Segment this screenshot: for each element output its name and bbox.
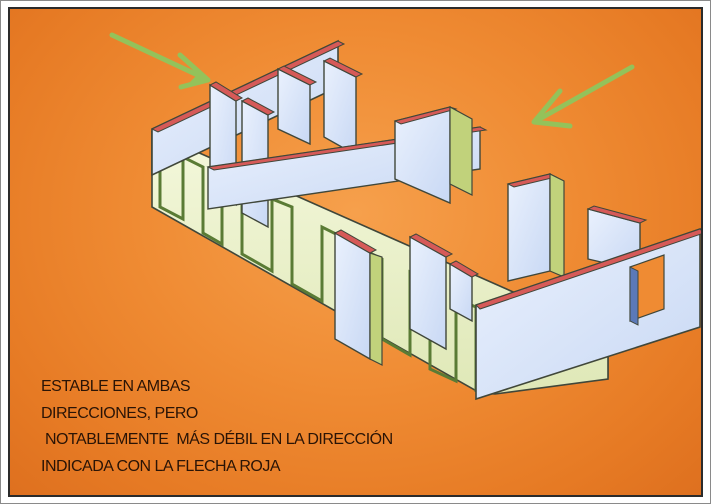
caption-line: NOTABLEMENTE MÁS DÉBIL EN LA DIRECCIÓN: [41, 431, 393, 448]
green-arrow-icon: [109, 32, 211, 90]
isometric-wall-diagram: [109, 32, 701, 401]
diagram-caption: ESTABLE EN AMBAS DIRECCIONES, PERO NOTAB…: [41, 374, 601, 480]
caption-line: INDICADA CON LA FLECHA ROJA: [41, 457, 281, 475]
caption-line: DIRECCIONES, PERO: [41, 404, 198, 422]
orange-panel: ESTABLE EN AMBAS DIRECCIONES, PERO NOTAB…: [8, 7, 703, 497]
front-walls: [333, 229, 480, 366]
right-end-wall: [475, 227, 701, 401]
green-arrow-icon: [531, 64, 635, 129]
caption-line: ESTABLE EN AMBAS: [41, 378, 191, 395]
